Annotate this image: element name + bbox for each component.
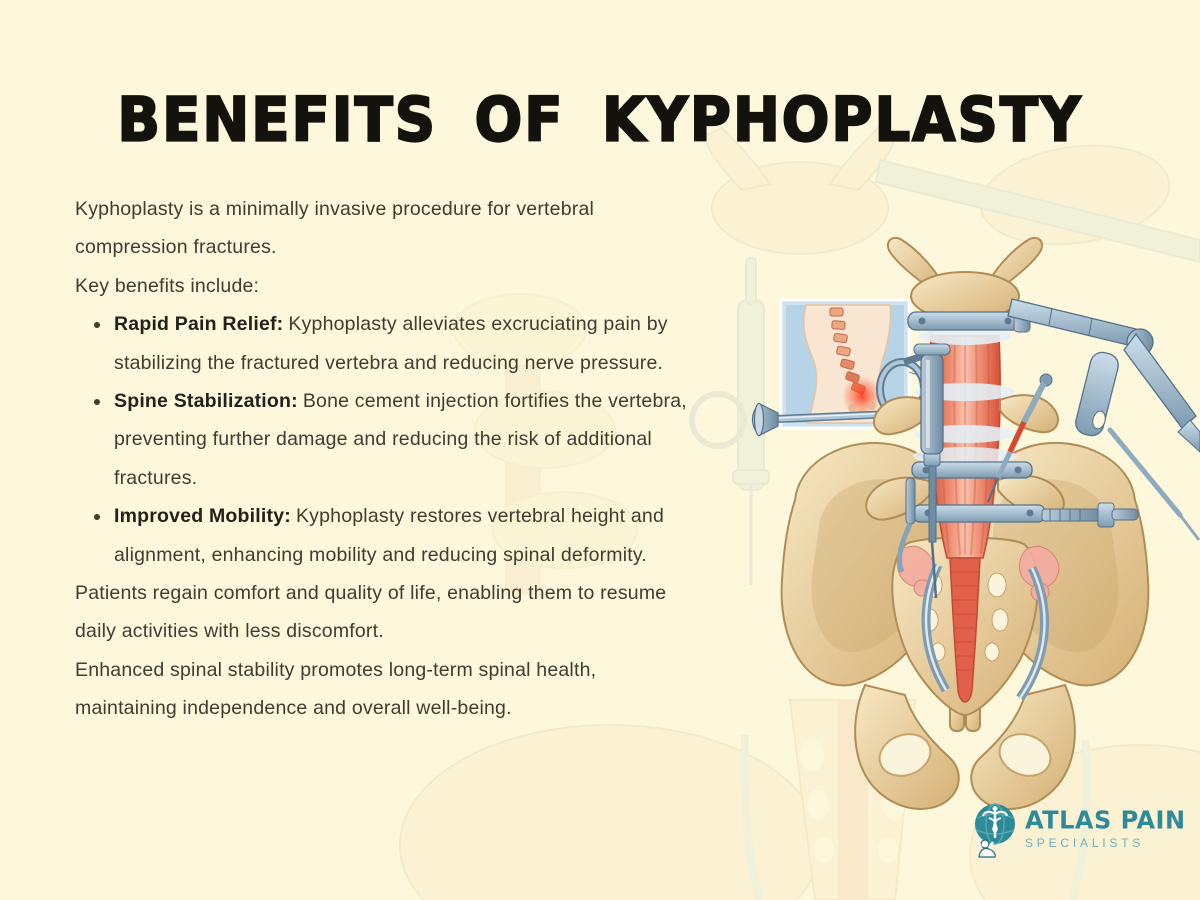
right-ischium	[970, 683, 1076, 810]
atlas-pain-specialists-logo: ATLAS PAIN SPECIALISTS	[972, 800, 1186, 858]
benefit-item-improved-mobility: Improved Mobility:Kyphoplasty restores v…	[112, 497, 693, 574]
benefit-label: Improved Mobility:	[114, 505, 291, 528]
benefit-item-spine-stabilization: Spine Stabilization:Bone cement injectio…	[112, 382, 693, 497]
intro-paragraph: Kyphoplasty is a minimally invasive proc…	[75, 198, 595, 259]
bone-tamp-tool	[913, 343, 951, 599]
key-benefits-line: Key benefits include:	[75, 274, 260, 297]
benefit-text: Kyphoplasty alleviates excruciating pain…	[114, 313, 668, 374]
benefits-list: Rapid Pain Relief:Kyphoplasty alleviates…	[75, 305, 693, 574]
benefit-item-rapid-pain-relief: Rapid Pain Relief:Kyphoplasty alleviates…	[112, 305, 693, 382]
page-title: BENEFITS OF KYPHOPLASTY	[116, 84, 1083, 156]
sacral-red-column	[949, 557, 981, 703]
fixation-bands	[907, 307, 1139, 528]
logo-name: ATLAS PAIN	[1025, 805, 1186, 835]
retractor-blades	[897, 477, 1049, 701]
atlas-globe-caduceus-icon	[975, 803, 1015, 858]
benefit-label: Rapid Pain Relief:	[114, 313, 284, 336]
benefit-text: Kyphoplasty restores vertebral height an…	[114, 505, 665, 566]
left-ischium	[854, 683, 960, 810]
set-screw	[1041, 502, 1139, 528]
outro-paragraph-2: Enhanced spinal stability promotes long-…	[75, 658, 597, 720]
ligament-tissue	[896, 545, 1060, 602]
injection-instrument-assembly	[987, 298, 1200, 541]
cement-needle	[987, 373, 1053, 503]
body-text: Kyphoplasty is a minimally invasive proc…	[75, 190, 693, 728]
logo-subname: SPECIALISTS	[1025, 836, 1145, 850]
outro-paragraph-1: Patients regain comfort and quality of l…	[75, 582, 667, 643]
benefit-label: Spine Stabilization:	[114, 390, 298, 413]
benefit-text: Bone cement injection fortifies the vert…	[114, 390, 687, 489]
